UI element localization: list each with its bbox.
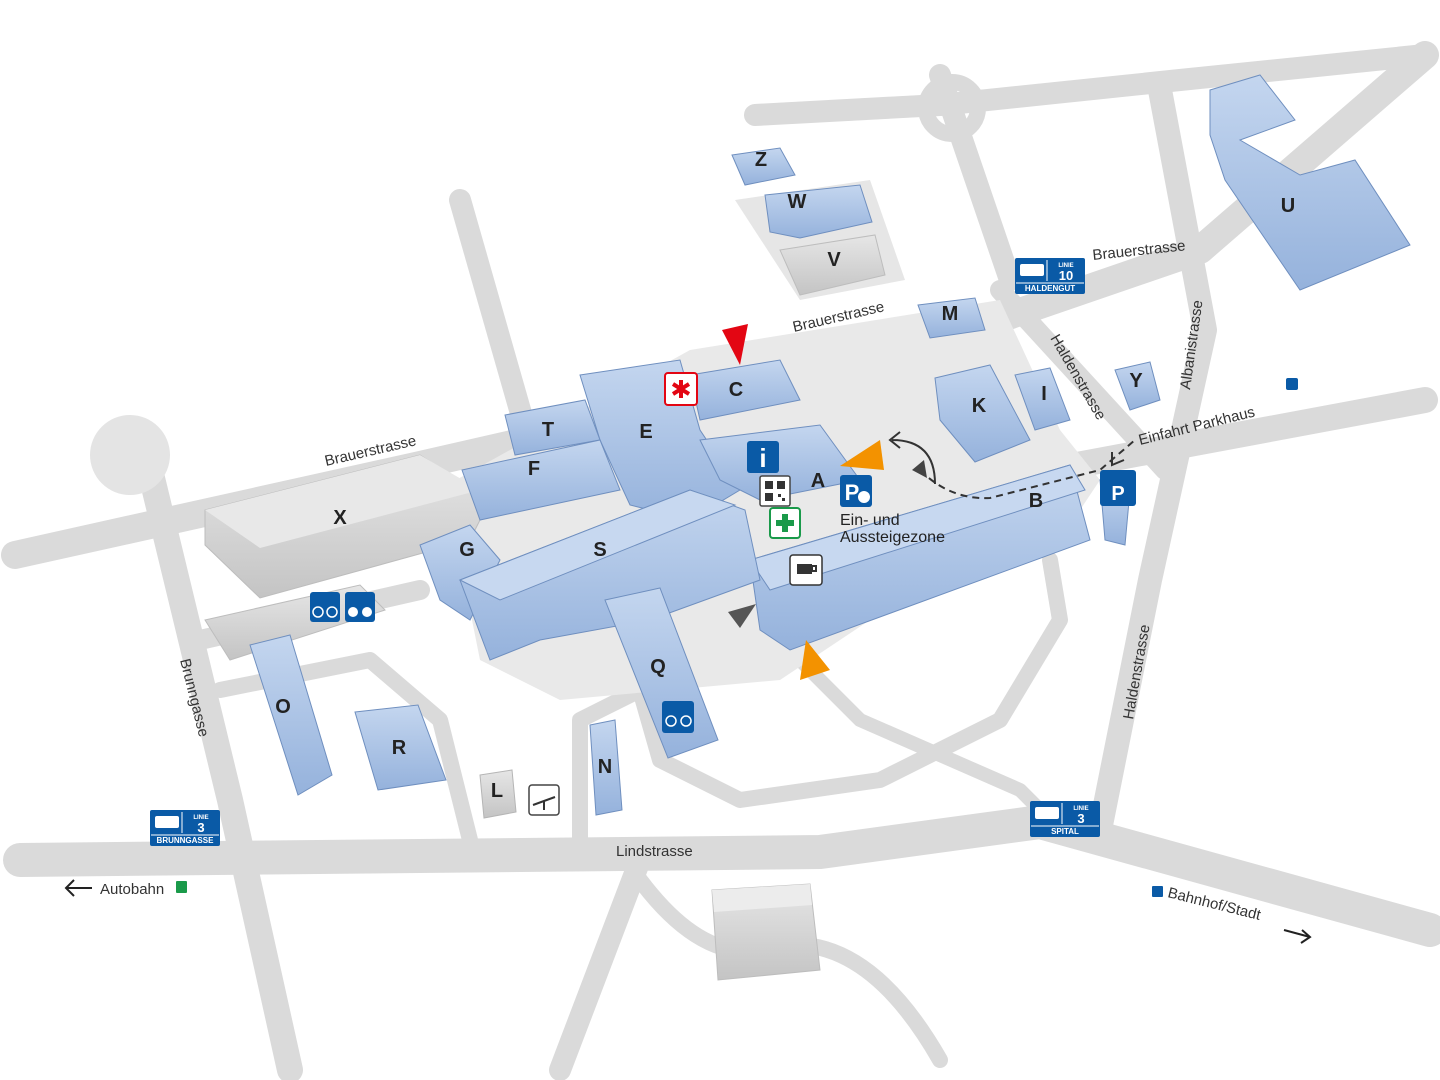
label-f: F (528, 458, 540, 480)
label-s: S (593, 539, 606, 561)
building-o (249, 634, 333, 796)
label-g: G (459, 539, 475, 561)
bus-stop-haldengut-linie: LINIE (1058, 263, 1073, 269)
label-n: N (598, 756, 612, 778)
road-south (549, 849, 651, 1080)
building-k (934, 364, 1031, 463)
short-term-parking-icon[interactable]: P (840, 475, 872, 507)
label-w: W (788, 191, 807, 213)
building-u (1209, 74, 1411, 291)
label-o: O (275, 696, 291, 718)
bus-stop-spital-number: 3 (1077, 811, 1084, 826)
main-entrance-marker-south (800, 640, 830, 680)
label-b: B (1029, 490, 1043, 512)
building-z (731, 147, 796, 186)
emergency-icon (664, 372, 698, 406)
road-lindstrasse (3, 805, 1440, 947)
label-c: C (729, 379, 743, 401)
label-y: Y (1129, 370, 1143, 392)
roundabout-west (90, 415, 170, 495)
building-a (699, 424, 861, 501)
dropoff-zone-line1: Ein- und (840, 512, 900, 529)
emergency-entrance-marker (722, 324, 748, 365)
road-access-2 (572, 552, 1068, 868)
roundabout (918, 74, 986, 142)
building-l (479, 769, 517, 819)
map-pin-parking-icon (728, 460, 927, 628)
bus-icon (1020, 264, 1044, 276)
direction-autobahn: Autobahn (64, 879, 187, 898)
bus-stop-haldengut-name: HALDENGUT (1025, 284, 1075, 293)
road-top (744, 44, 1436, 126)
parkhaus-route-arrow (1111, 452, 1125, 467)
building-y (1114, 361, 1161, 411)
label-k: K (972, 395, 987, 417)
building-f (461, 439, 621, 521)
building-r (354, 704, 447, 791)
short-term-parking-glyph: P (845, 480, 860, 505)
gray-buildings (204, 234, 886, 981)
bus-stop-haldengut-number: 10 (1059, 268, 1073, 283)
parkhaus-icon[interactable]: P (1100, 470, 1136, 506)
street-label-lindstrasse: Lindstrasse (616, 843, 693, 860)
info-icon-glyph: i (759, 443, 766, 473)
train-icon (1152, 886, 1163, 897)
label-u: U (1281, 195, 1295, 217)
label-r: R (392, 737, 407, 759)
bus-icon (155, 816, 179, 828)
rest-area-icon (176, 881, 187, 893)
dropoff-zone-line2: Aussteigezone (840, 529, 945, 546)
building-m (917, 297, 986, 339)
coffee-icon (789, 554, 823, 586)
parkhaus-glyph: P (1111, 483, 1124, 505)
building-v-w-base (779, 234, 886, 296)
label-i: I (1041, 383, 1047, 405)
road-north (929, 64, 1021, 291)
building-n (589, 719, 623, 816)
building-w (764, 184, 873, 239)
turn-arrow-icon (888, 431, 936, 485)
bus-stop-spital[interactable]: LINIE 3 SPITAL (1030, 801, 1100, 837)
label-v: V (827, 249, 841, 271)
arrow-right-icon (1283, 929, 1312, 944)
label-l: L (491, 780, 503, 802)
bus-stop-spital-linie: LINIE (1073, 806, 1088, 812)
bike-parking-icon (310, 592, 340, 622)
bike-parking-q-icon (662, 701, 694, 733)
pharmacy-icon (769, 507, 801, 539)
arrow-left-icon (64, 879, 92, 897)
bus-stop-haldengut[interactable]: LINIE 10 HALDENGUT (1015, 258, 1085, 294)
label-q: Q (650, 656, 666, 678)
bus-stop-brunngasse-name: BRUNNGASSE (157, 836, 215, 845)
parking-small-icon (1286, 378, 1298, 390)
label-a: A (811, 470, 825, 492)
parkhaus-route (919, 439, 1136, 500)
bus-stop-brunngasse-linie: LINIE (193, 815, 208, 821)
road-haldenstrasse (990, 280, 1175, 480)
label-m: M (942, 303, 959, 325)
bus-icon (1035, 807, 1059, 819)
label-z: Z (755, 149, 767, 171)
bus-stop-brunngasse-number: 3 (197, 820, 204, 835)
road-brunngasse (137, 457, 303, 1080)
bus-stop-brunngasse[interactable]: LINIE 3 BRUNNGASSE (150, 810, 220, 846)
label-t: T (542, 419, 554, 441)
info-icon[interactable]: i (747, 441, 779, 473)
main-entrance-marker-east (840, 440, 884, 470)
label-e: E (639, 421, 652, 443)
bus-stop-spital-name: SPITAL (1051, 827, 1079, 836)
qr-code-icon[interactable] (759, 475, 791, 507)
building-labels: C E T F A B G S X Q O R N L K I Y M V W … (275, 149, 1295, 802)
building-i (1014, 367, 1071, 431)
label-x: X (333, 507, 347, 529)
direction-autobahn-label: Autobahn (100, 881, 164, 898)
motorcycle-parking-icon (345, 592, 375, 622)
playground-icon (528, 784, 560, 816)
